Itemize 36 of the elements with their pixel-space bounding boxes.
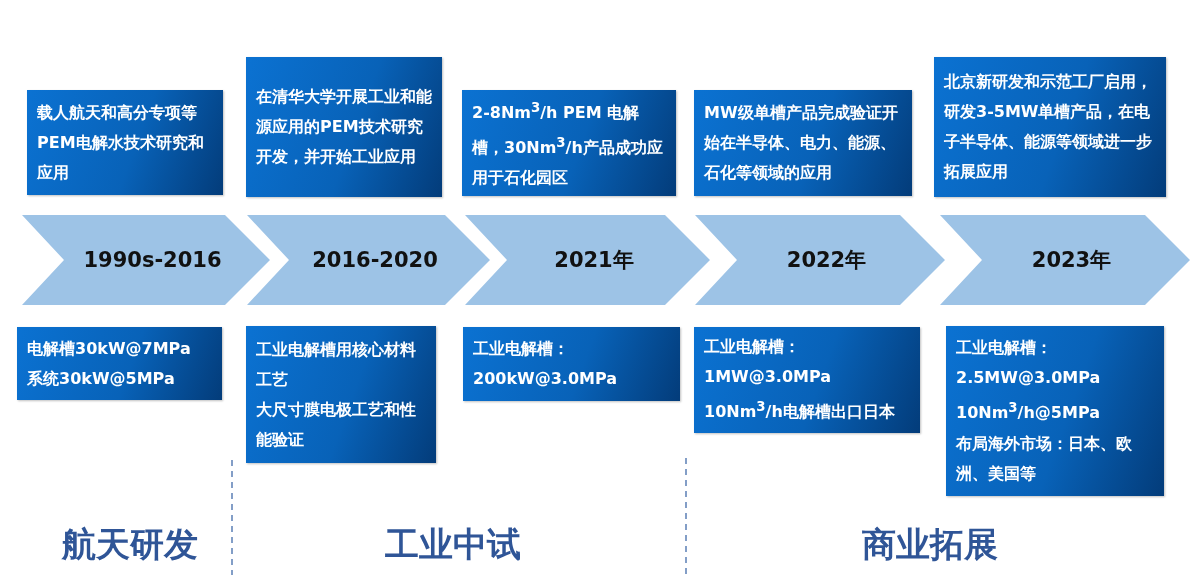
info-card (246, 326, 436, 463)
info-card (934, 57, 1166, 197)
year-label: 2023年 (1031, 247, 1112, 274)
card-text: 1MW@3.0MPa (704, 366, 833, 389)
year-label: 2022年 (786, 247, 867, 274)
card-text: 工业电解槽： (473, 338, 570, 360)
card-text: 在清华大学开展工业和能源应用的PEM技术研究开发，并开始工业应用 (256, 86, 432, 168)
info-card (462, 90, 676, 196)
info-card (17, 327, 222, 400)
card-text: 布局海外市场：日本、欧洲、美国等 (956, 432, 1133, 485)
card-text: 工业电解槽用核心材料工艺 (256, 338, 417, 391)
card-text: 200kW@3.0MPa (473, 368, 619, 390)
card-text: 电解槽30kW@7MPa (27, 337, 192, 360)
card-text: 工业电解槽： (704, 336, 801, 359)
card-text: 大尺寸膜电极工艺和性能验证 (256, 398, 417, 451)
card-text: 2.5MW@3.0MPa (956, 367, 1102, 390)
year-label: 2016-2020 (312, 248, 438, 272)
card-text: 2-8Nm$^{3}$/h PEM 电解槽，30Nm$^{3}$/h产品成功应用于石化园区 (472, 98, 664, 190)
card-text: MW级单槽产品完成验证开始在半导体、电力、能源、石化等领域的应用 (704, 102, 899, 184)
phase-label: 商业拓展 (862, 523, 998, 566)
year-label: 1990s-2016 (83, 248, 222, 272)
info-card (246, 57, 442, 197)
card-text: 北京新研发和示范工厂启用，研发3-5MW单槽产品，在电子半导体、能源等领域进一步拓展应用 (944, 71, 1153, 183)
card-text: 载人航天和高分专项等PEM电解水技术研究和应用 (37, 101, 205, 184)
phase-label: 航天研发 (62, 523, 198, 566)
info-card (946, 326, 1164, 496)
info-card (694, 327, 920, 433)
card-text: 系统30kW@5MPa (27, 367, 176, 390)
card-text: 10Nm$^{3}$/h电解槽出口日本 (704, 398, 896, 424)
card-text: 工业电解槽： (956, 337, 1053, 360)
year-label: 2021年 (554, 247, 634, 274)
info-card (27, 90, 223, 195)
card-text: 10Nm$^{3}$/h@5MPa (956, 399, 1101, 425)
info-card (463, 327, 680, 401)
phase-label: 工业中试 (385, 523, 521, 566)
info-card (694, 90, 912, 196)
